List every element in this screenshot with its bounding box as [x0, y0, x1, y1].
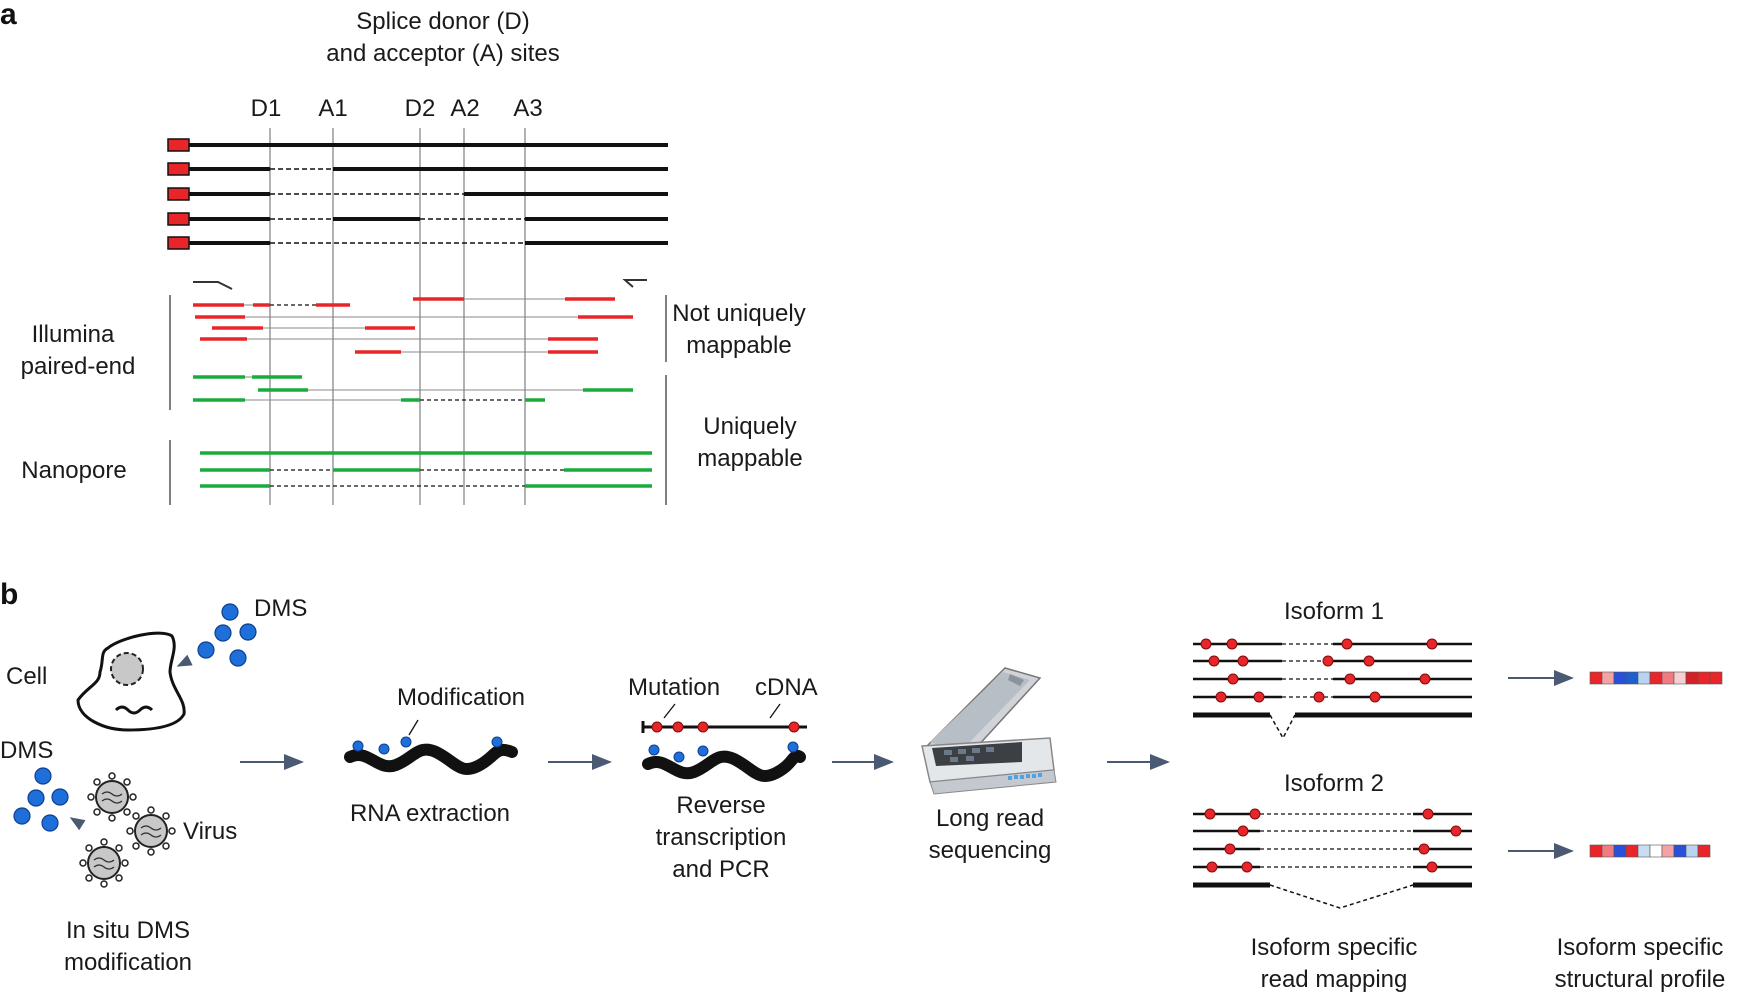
- profile-cell: [1625, 671, 1639, 685]
- insitu-label-line2: modification: [64, 949, 192, 976]
- forward-primer-icon: [193, 281, 233, 290]
- illumina-label-line1: Illumina: [32, 321, 115, 348]
- profile-cell: [1601, 671, 1615, 685]
- virus-icon: [87, 772, 137, 822]
- isoform2-label: Isoform 2: [1284, 770, 1384, 797]
- dms-into-cell-arrow: [176, 654, 193, 667]
- dms-left-label: DMS: [0, 737, 53, 764]
- template-modification-dots: [648, 741, 799, 763]
- profile-cell: [1589, 671, 1603, 685]
- profile-cell: [1709, 671, 1723, 685]
- isoform1-label: Isoform 1: [1284, 598, 1384, 625]
- illumina-label-line2: paired-end: [21, 353, 136, 380]
- isoform1-structural-profile: [1589, 671, 1723, 685]
- illumina-reads-not-unique: [193, 297, 633, 354]
- rna-template-icon: [642, 749, 806, 782]
- cell-rna-icon: [114, 705, 154, 715]
- profile-cell: [1673, 844, 1687, 858]
- nucleus-icon: [110, 652, 144, 686]
- isoform2-model: [1193, 882, 1472, 909]
- isoform1-model: [1193, 712, 1472, 740]
- profile-cell: [1649, 844, 1663, 858]
- virus-icon: [79, 838, 129, 888]
- modification-dots: [352, 736, 503, 755]
- profile-label-line1: Isoform specific: [1557, 934, 1724, 961]
- profile-cell: [1661, 671, 1675, 685]
- mutation-label: Mutation: [628, 674, 720, 701]
- mutation-dots: [651, 721, 800, 733]
- dms-molecules-top: [197, 603, 257, 667]
- profile-cell: [1661, 844, 1675, 858]
- profile-cell: [1589, 844, 1603, 858]
- panel-a-label: a: [0, 0, 17, 31]
- virus-label: Virus: [183, 818, 237, 845]
- profile-cell: [1673, 671, 1687, 685]
- not-unique-label-line2: mappable: [686, 332, 791, 359]
- rt-label-line2: transcription: [656, 824, 787, 851]
- site-label-a1: A1: [318, 95, 347, 122]
- unique-label-line1: Uniquely: [703, 413, 796, 440]
- nanopore-label: Nanopore: [21, 457, 126, 484]
- rna-strand-icon: [344, 743, 518, 775]
- reverse-primer-icon: [622, 279, 647, 288]
- profile-cell: [1601, 844, 1615, 858]
- site-label-d2: D2: [405, 95, 436, 122]
- insitu-label-line1: In situ DMS: [66, 917, 190, 944]
- modification-label: Modification: [397, 684, 525, 711]
- unique-label-line2: mappable: [697, 445, 802, 472]
- profile-cell: [1613, 844, 1627, 858]
- rt-label-line3: and PCR: [672, 856, 769, 883]
- mutation-pointer: [663, 703, 676, 719]
- sequencer-device-icon: [921, 667, 1057, 795]
- dms-top-label: DMS: [254, 595, 307, 622]
- site-label-a2: A2: [450, 95, 479, 122]
- mapping-label-line2: read mapping: [1261, 966, 1408, 993]
- isoform2-reads: [1193, 808, 1472, 873]
- modification-pointer: [408, 719, 419, 736]
- profile-cell: [1637, 671, 1651, 685]
- rna-extraction-label: RNA extraction: [350, 800, 510, 827]
- site-label-d1: D1: [251, 95, 282, 122]
- long-read-label-line1: Long read: [936, 805, 1044, 832]
- profile-cell: [1625, 844, 1639, 858]
- profile-cell: [1697, 844, 1711, 858]
- site-label-a3: A3: [513, 95, 542, 122]
- isoform2-structural-profile: [1589, 844, 1711, 858]
- profile-cell: [1697, 671, 1711, 685]
- rt-label-line1: Reverse: [676, 792, 765, 819]
- illumina-reads-unique: [193, 375, 633, 402]
- process-arrows: [240, 670, 1574, 859]
- profile-cell: [1685, 671, 1699, 685]
- site-title-line1: Splice donor (D): [356, 8, 529, 35]
- panel-b-label: b: [0, 578, 18, 611]
- dms-molecules-left: [13, 767, 69, 832]
- transcript-isoforms: [167, 138, 668, 250]
- cdna-label: cDNA: [755, 674, 818, 701]
- profile-label-line2: structural profile: [1555, 966, 1726, 993]
- isoform1-reads: [1193, 638, 1472, 703]
- profile-cell: [1613, 671, 1627, 685]
- profile-cell: [1649, 671, 1663, 685]
- bracket-lines: [169, 295, 667, 505]
- nanopore-reads: [200, 451, 652, 488]
- virus-icon: [126, 806, 176, 856]
- not-unique-label-line1: Not uniquely: [672, 300, 805, 327]
- profile-cell: [1685, 844, 1699, 858]
- dms-into-virus-arrow: [69, 817, 86, 831]
- profile-cell: [1637, 844, 1651, 858]
- cdna-pointer: [769, 703, 781, 719]
- long-read-label-line2: sequencing: [929, 837, 1052, 864]
- site-title-line2: and acceptor (A) sites: [326, 40, 559, 67]
- cell-label: Cell: [6, 663, 47, 690]
- mapping-label-line1: Isoform specific: [1251, 934, 1418, 961]
